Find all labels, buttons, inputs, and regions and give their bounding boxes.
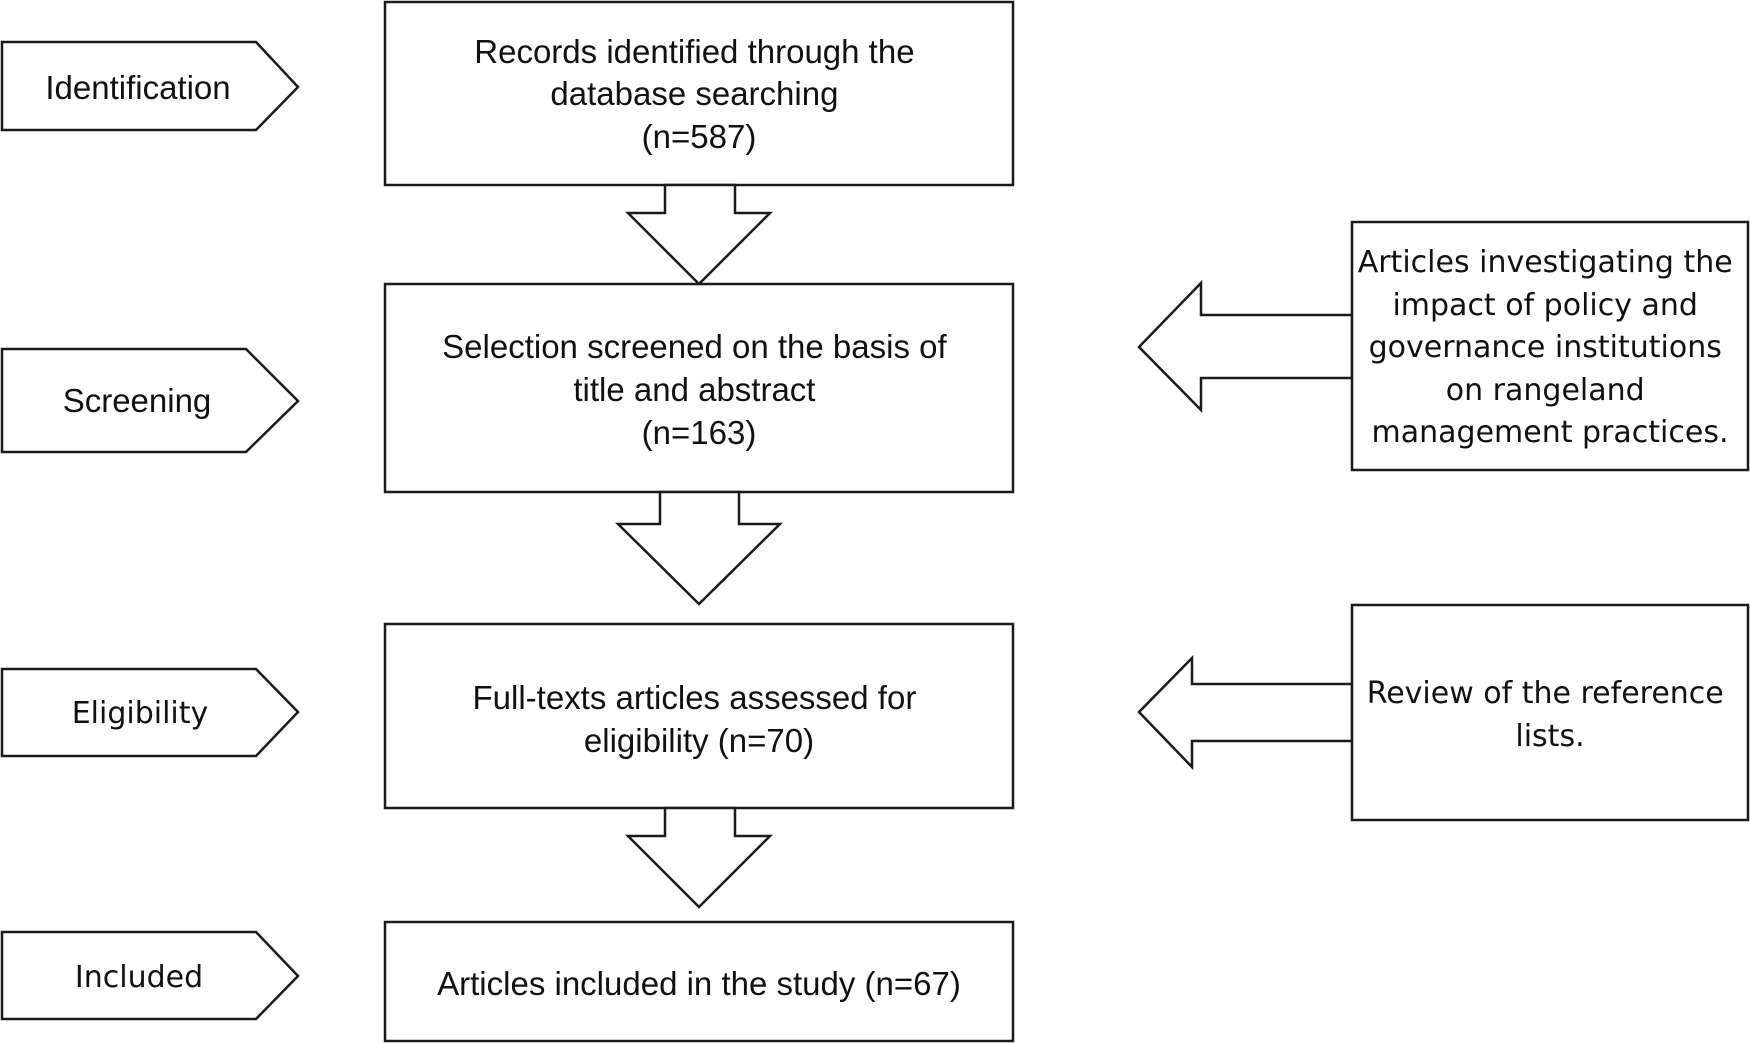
stage-label: Identification [45, 69, 230, 106]
stage-label: Eligibility [72, 696, 209, 731]
box-records-identified: Records identified through the database … [383, 0, 1015, 187]
box-text: Articles investigating the impact of pol… [1358, 245, 1743, 450]
stage-included: Included [0, 930, 300, 1021]
down-arrow [624, 806, 774, 909]
left-arrow [1137, 279, 1354, 414]
box-text: Articles included in the study (n=67) [437, 965, 961, 1002]
stage-screening: Screening [0, 347, 300, 454]
down-arrow [624, 183, 774, 286]
box-reference-review: Review of the reference lists. [1350, 603, 1750, 822]
box-text: Selection screened on the basis of title… [442, 328, 956, 451]
box-articles-included: Articles included in the study (n=67) [383, 920, 1015, 1043]
stage-eligibility: Eligibility [0, 667, 300, 758]
box-text: Records identified through the database … [474, 33, 923, 155]
stage-identification: Identification [0, 40, 300, 132]
box-inclusion-criteria: Articles investigating the impact of pol… [1350, 220, 1750, 472]
stage-label: Included [75, 960, 203, 995]
box-text: Full-texts articles assessed for eligibi… [473, 679, 926, 759]
stage-label: Screening [63, 382, 212, 419]
down-arrow [614, 490, 784, 606]
left-arrow [1137, 654, 1354, 771]
box-selection-screened: Selection screened on the basis of title… [383, 282, 1015, 494]
box-text: Review of the reference lists. [1367, 676, 1734, 754]
box-full-texts-assessed: Full-texts articles assessed for eligibi… [383, 622, 1015, 810]
